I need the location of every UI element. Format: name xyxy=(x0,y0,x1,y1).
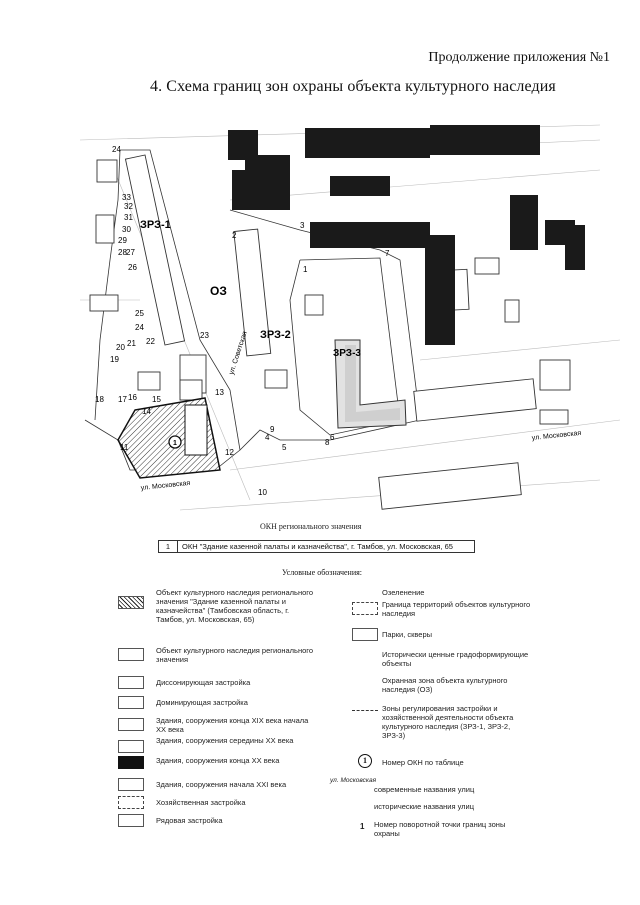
okn-row-number: 1 xyxy=(159,541,178,552)
svg-text:32: 32 xyxy=(124,202,133,211)
svg-text:13: 13 xyxy=(215,388,224,397)
swatch-icon xyxy=(118,718,144,731)
greenery-icon xyxy=(352,586,378,599)
svg-text:14: 14 xyxy=(142,407,151,416)
swatch-dashed-icon xyxy=(118,796,144,809)
svg-text:1: 1 xyxy=(303,265,308,274)
okn-hatch-icon xyxy=(118,596,144,609)
okn-marker: 1 xyxy=(173,440,177,447)
svg-text:4: 4 xyxy=(265,433,270,442)
svg-text:8: 8 xyxy=(325,438,330,447)
svg-text:11: 11 xyxy=(120,443,129,452)
svg-text:3: 3 xyxy=(300,221,305,230)
zone-label-zrz2: ЗРЗ-2 xyxy=(260,329,291,341)
svg-text:7: 7 xyxy=(385,249,390,258)
swatch-black-icon xyxy=(118,756,144,769)
svg-text:33: 33 xyxy=(122,193,131,202)
okn-building-zrz3 xyxy=(334,339,407,429)
svg-text:15: 15 xyxy=(152,395,161,404)
svg-text:17: 17 xyxy=(118,395,127,404)
historic-objects-icon xyxy=(352,650,378,663)
svg-text:16: 16 xyxy=(128,393,137,402)
buildings-outline xyxy=(89,154,571,510)
svg-text:26: 26 xyxy=(128,263,137,272)
street-label-moskovskaya-1: ул. Московская xyxy=(140,480,190,492)
legend-caption: ОКН регионального значения xyxy=(260,522,362,531)
okn-row-text: ОКН "Здание казенной палаты и казначейст… xyxy=(182,542,453,551)
swatch-icon xyxy=(118,648,144,661)
swatch-icon xyxy=(118,740,144,753)
svg-text:28: 28 xyxy=(118,248,127,257)
turning-points: 24 33 32 31 30 29 28 27 26 25 24 23 22 2… xyxy=(95,145,390,497)
zone-label-zrz3: ЗРЗ-3 xyxy=(333,348,361,359)
svg-text:24: 24 xyxy=(135,323,144,332)
swatch-icon xyxy=(352,628,378,641)
zone-label-zrz1: ЗРЗ-1 xyxy=(140,219,171,231)
svg-text:21: 21 xyxy=(127,339,136,348)
turning-point-icon: 1 xyxy=(360,822,365,831)
zone-label-oz: ОЗ xyxy=(210,284,227,298)
svg-text:19: 19 xyxy=(110,355,119,364)
swatch-icon xyxy=(118,778,144,791)
swatch-icon xyxy=(118,676,144,689)
okn-building xyxy=(184,404,208,456)
svg-text:30: 30 xyxy=(122,225,131,234)
svg-text:12: 12 xyxy=(225,448,234,457)
svg-text:5: 5 xyxy=(282,443,287,452)
svg-text:27: 27 xyxy=(126,248,135,257)
svg-text:29: 29 xyxy=(118,236,127,245)
appendix-label: Продолжение приложения №1 xyxy=(428,50,610,65)
svg-text:18: 18 xyxy=(95,395,104,404)
okn-table-row: 1 ОКН "Здание казенной палаты и казначейс… xyxy=(158,540,475,553)
protection-zone-icon xyxy=(352,676,378,689)
svg-text:2: 2 xyxy=(232,231,237,240)
swatch-icon xyxy=(118,696,144,709)
swatch-icon xyxy=(118,814,144,827)
svg-text:9: 9 xyxy=(270,425,275,434)
zone-line-icon xyxy=(352,710,378,711)
svg-text:31: 31 xyxy=(124,213,133,222)
buildings-black xyxy=(228,125,585,345)
svg-text:24: 24 xyxy=(112,145,121,154)
svg-text:22: 22 xyxy=(146,337,155,346)
svg-text:23: 23 xyxy=(200,331,209,340)
page-title: 4. Схема границ зон охраны объекта культ… xyxy=(150,78,556,95)
svg-text:10: 10 xyxy=(258,488,267,497)
legend-heading: Условные обозначения: xyxy=(282,568,363,577)
street-label-sovetskaya: ул. Советская xyxy=(228,330,249,375)
svg-text:20: 20 xyxy=(116,343,125,352)
svg-text:6: 6 xyxy=(330,433,335,442)
svg-text:25: 25 xyxy=(135,309,144,318)
swatch-dashed-icon xyxy=(352,602,378,615)
okn-number-icon xyxy=(168,435,182,449)
street-label-moskovskaya-2: ул. Московская xyxy=(531,430,581,442)
okn-number-icon: 1 xyxy=(358,754,372,768)
